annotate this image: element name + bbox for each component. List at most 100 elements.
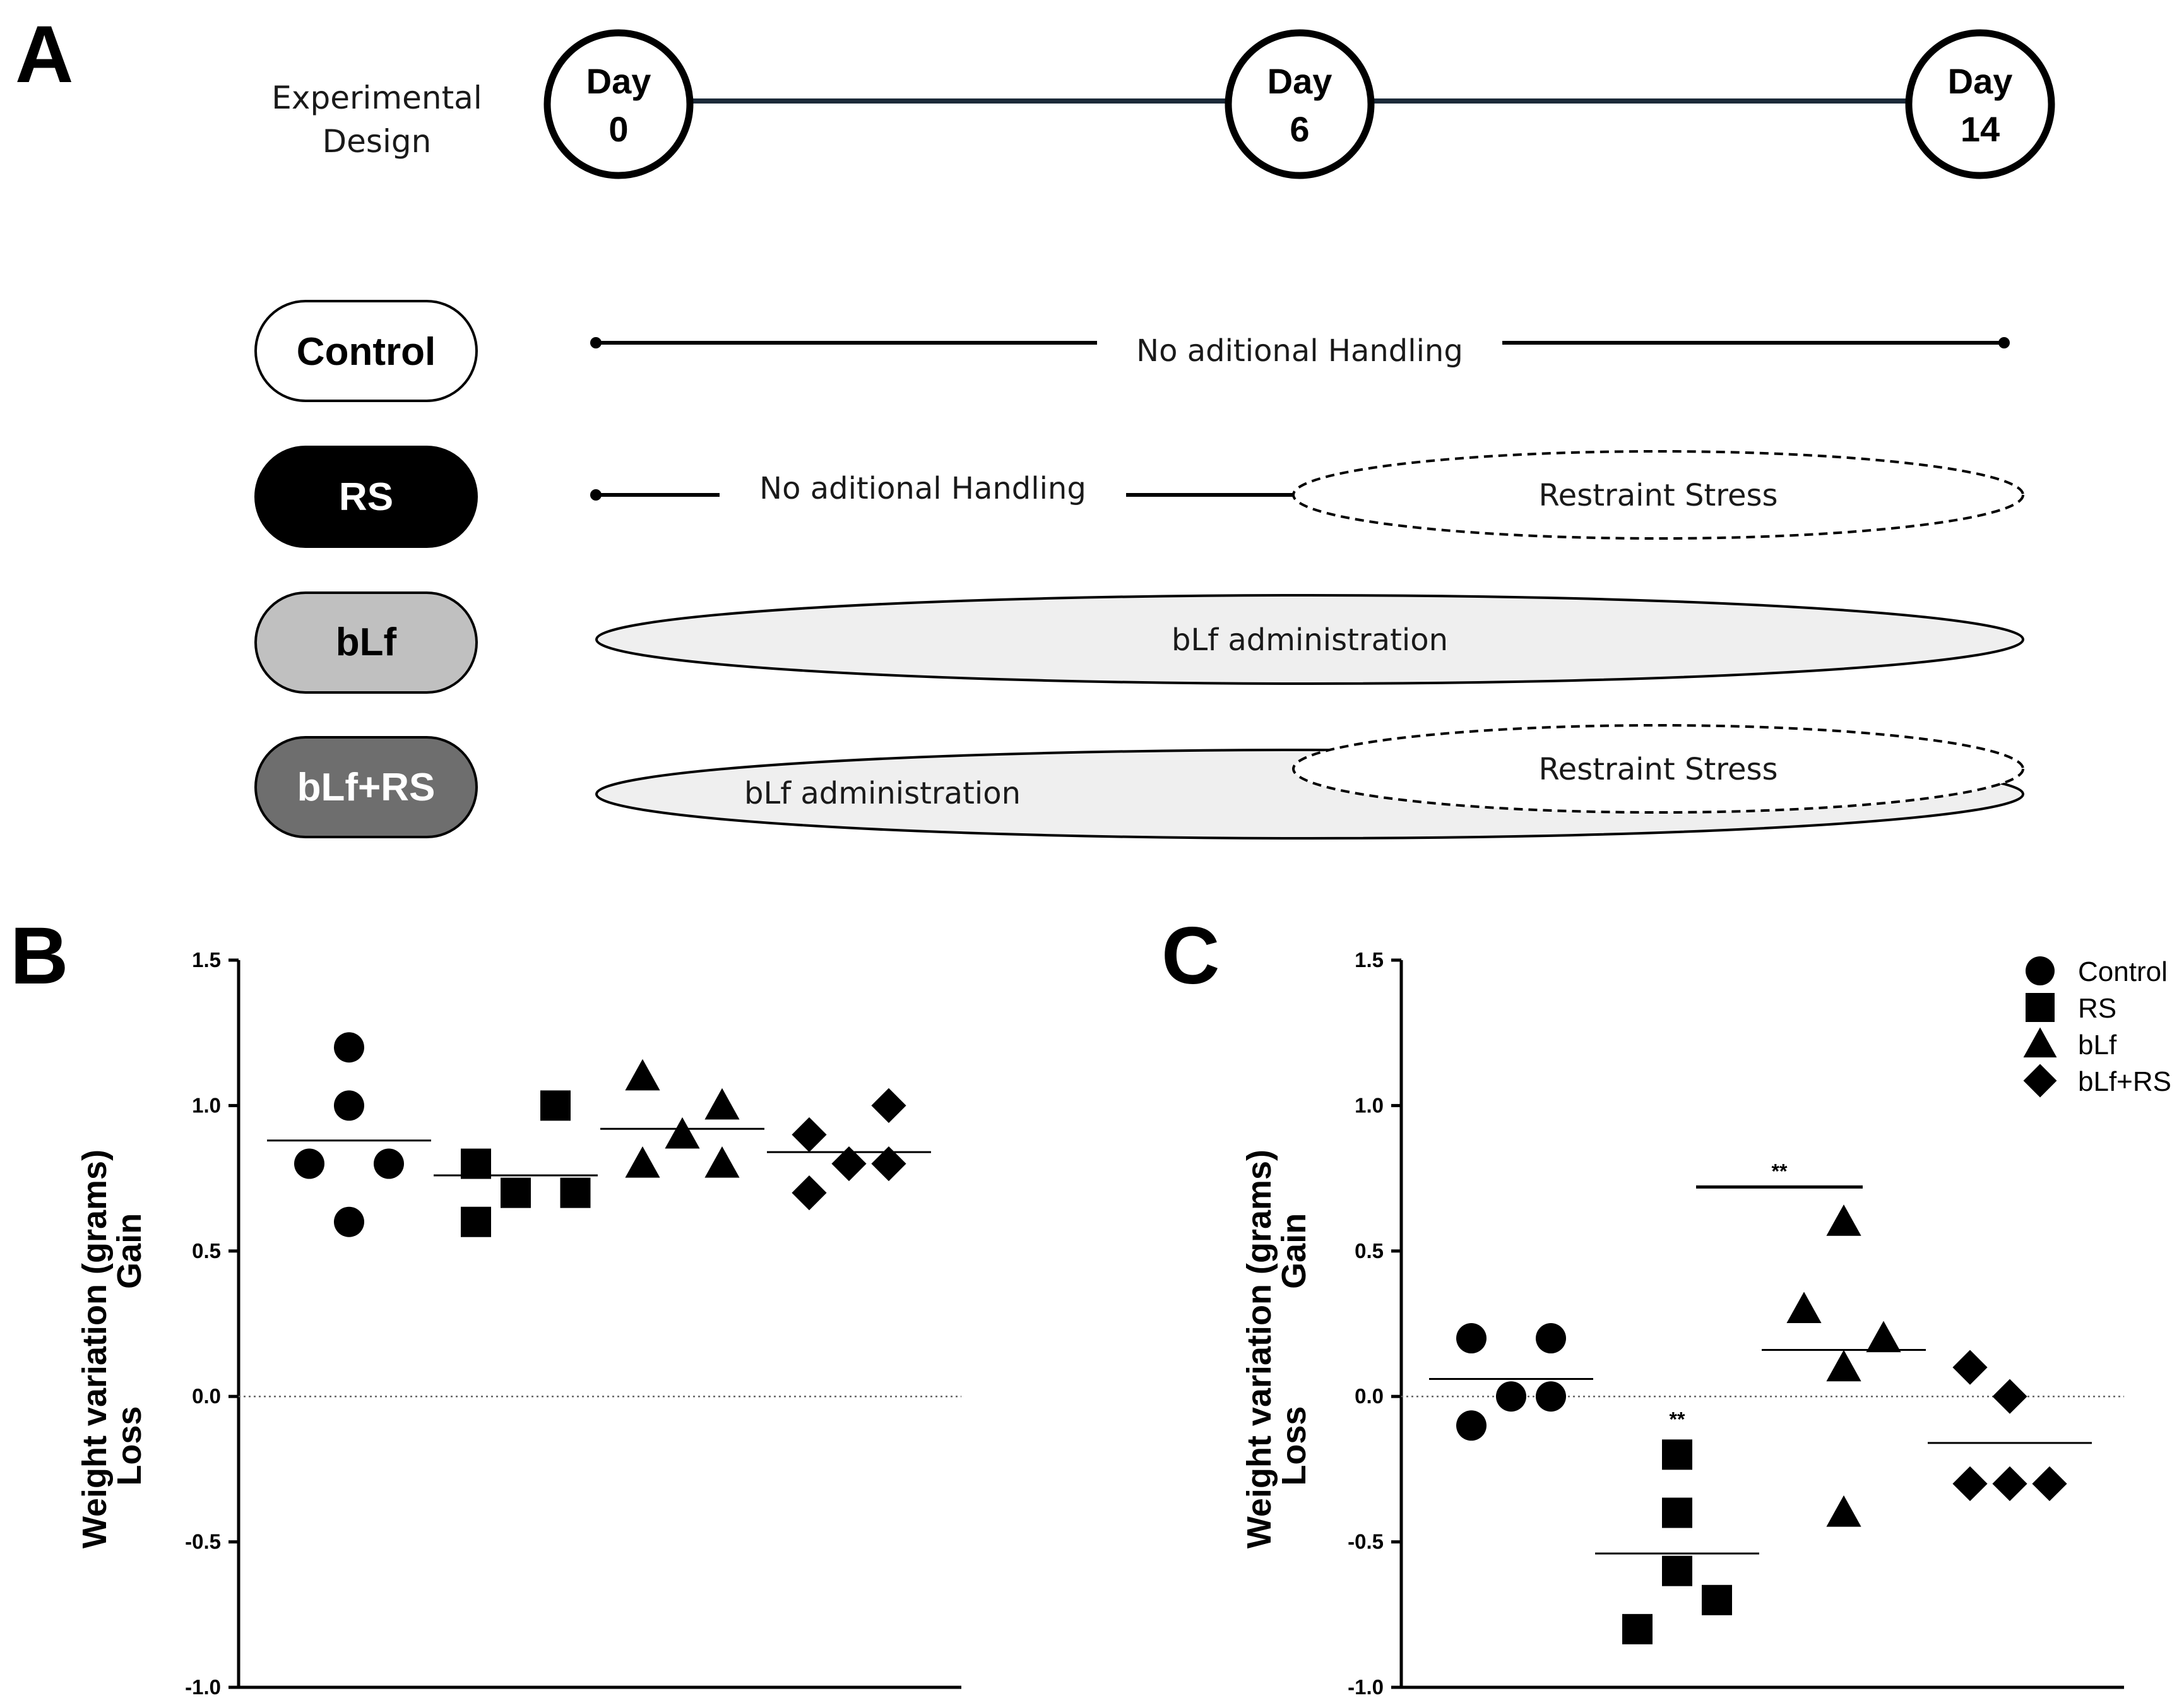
square-marker — [2026, 993, 2055, 1022]
square-marker — [560, 1177, 591, 1208]
legend-item: RS — [2026, 993, 2116, 1024]
circle-marker — [1496, 1381, 1526, 1412]
y-tick-label: -1.0 — [185, 1675, 221, 1699]
diamond-marker — [871, 1146, 906, 1182]
group-pill-shape — [254, 736, 478, 838]
diamond-marker — [792, 1117, 827, 1153]
y-axis-loss-label: Loss — [1275, 1406, 1313, 1486]
timeline-day-0: Day 0 — [543, 29, 694, 179]
triangle-marker — [1826, 1350, 1861, 1382]
triangle-marker — [625, 1146, 660, 1178]
diamond-marker — [1992, 1379, 2027, 1414]
group-label-blf: bLf — [336, 621, 397, 664]
y-axis-title: Weight variation (grams) — [1240, 1150, 1278, 1548]
legend-label: RS — [2078, 993, 2116, 1024]
rs-line-start-dot — [590, 489, 602, 501]
control-phase-row: No aditional Handling — [590, 333, 2010, 369]
group-pill-shape — [254, 300, 478, 402]
y-axis-loss-label: Loss — [110, 1406, 148, 1486]
legend-label: bLf — [2078, 1030, 2117, 1060]
group-pill-shape — [254, 591, 478, 694]
triangle-marker — [1826, 1204, 1861, 1236]
y-tick-label: -0.5 — [185, 1530, 221, 1554]
timeline-day-6: Day 6 — [1225, 29, 1375, 179]
diamond-marker — [2023, 1064, 2057, 1098]
design-title-line1: Experimental — [271, 80, 482, 116]
circle-marker — [1456, 1323, 1487, 1354]
timeline-circle — [1905, 29, 2055, 179]
square-marker — [461, 1206, 491, 1237]
timeline-day-number: 0 — [608, 109, 628, 149]
circle-marker — [1536, 1381, 1566, 1412]
panel-a: A Experimental Design Day 0 Day 6 Day 14… — [15, 9, 2055, 840]
series-control — [1429, 1323, 1593, 1441]
timeline-day-number: 14 — [1961, 109, 2000, 149]
control-handling-text: No aditional Handling — [1136, 333, 1463, 369]
y-tick-label: 1.0 — [1355, 1093, 1384, 1117]
diamond-marker — [871, 1088, 906, 1123]
group-pill-shape — [254, 446, 478, 548]
panel-a-letter: A — [15, 9, 73, 100]
y-axis-title: Weight variation (grams) — [76, 1150, 114, 1548]
blf-admin-ellipse — [595, 594, 2024, 685]
design-title-line2: Design — [323, 123, 432, 160]
square-marker — [1662, 1555, 1692, 1586]
blf-phase-row: bLf administration — [595, 594, 2024, 685]
diamond-marker — [2032, 1466, 2067, 1502]
series-control — [267, 1032, 431, 1237]
y-axis-gain-label: Gain — [1275, 1213, 1313, 1289]
legend-label: bLf+RS — [2078, 1066, 2171, 1097]
square-marker — [461, 1148, 491, 1179]
series-blf-rs — [1928, 1350, 2092, 1502]
circle-marker — [334, 1032, 364, 1063]
diamond-marker — [831, 1146, 867, 1182]
y-tick-label: -0.5 — [1348, 1530, 1384, 1554]
y-tick-label: -1.0 — [1348, 1675, 1384, 1699]
legend-item: bLf — [2023, 1027, 2117, 1060]
y-tick-label: 1.5 — [192, 948, 221, 971]
group-label-control: Control — [297, 330, 436, 374]
series-rs — [434, 1090, 598, 1237]
group-label-rs: RS — [339, 475, 393, 519]
y-tick-label: 1.5 — [1355, 948, 1384, 971]
significance-label: ** — [1772, 1160, 1788, 1182]
group-label-blfrs: bLf+RS — [297, 766, 436, 809]
blf-admin-text: bLf administration — [1172, 622, 1448, 658]
series-rs: ** — [1595, 1408, 1759, 1644]
circle-marker — [294, 1148, 324, 1179]
diamond-marker — [1952, 1466, 1988, 1502]
blfrs-stress-text: Restraint Stress — [1538, 752, 1777, 787]
y-tick-label: 0.5 — [192, 1239, 221, 1262]
rs-stress-ellipse — [1292, 450, 2024, 540]
timeline-day-14: Day 14 — [1905, 29, 2055, 179]
control-line-start-dot — [590, 337, 602, 348]
series-blf — [600, 1059, 764, 1178]
significance-label: ** — [1670, 1408, 1685, 1430]
group-pill-control: Control — [254, 300, 478, 402]
group-pill-rs: RS — [254, 446, 478, 548]
triangle-marker — [665, 1117, 700, 1149]
circle-marker — [334, 1090, 364, 1121]
diamond-marker — [1992, 1466, 2027, 1502]
triangle-marker — [1866, 1321, 1901, 1353]
square-marker — [1622, 1613, 1653, 1644]
series-blf — [1762, 1204, 1926, 1527]
legend-label: Control — [2078, 956, 2168, 987]
blfrs-phase-row: bLf administration Restraint Stress — [595, 724, 2024, 840]
timeline-day-label: Day — [586, 61, 651, 101]
group-pill-blfrs: bLf+RS — [254, 736, 478, 838]
triangle-marker — [2023, 1027, 2057, 1058]
rs-stress-text: Restraint Stress — [1538, 478, 1777, 513]
square-marker — [501, 1177, 531, 1208]
timeline-day-label: Day — [1948, 61, 2013, 101]
legend-item: Control — [2026, 956, 2168, 987]
triangle-marker — [1786, 1292, 1822, 1324]
timeline-day-number: 6 — [1290, 109, 1309, 149]
blfrs-admin-text: bLf administration — [744, 776, 1021, 811]
legend-item: bLf+RS — [2023, 1064, 2171, 1098]
timeline-circle — [543, 29, 694, 179]
